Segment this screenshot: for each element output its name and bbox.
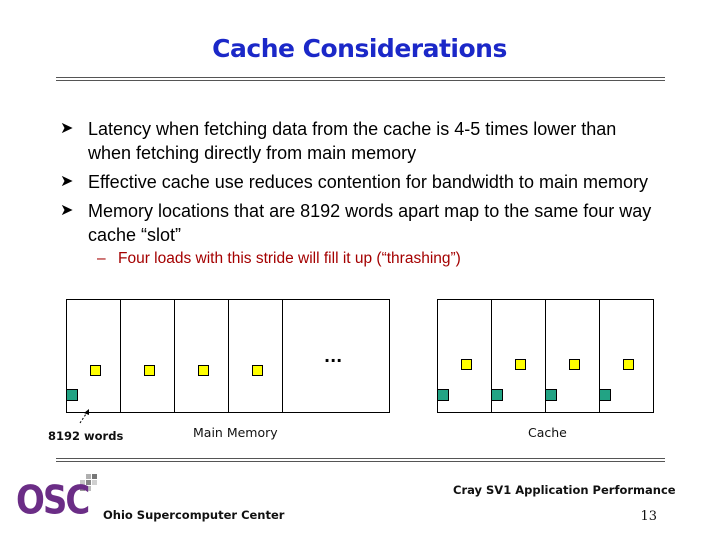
logo-text: OSC (16, 478, 90, 524)
bullet-list: ➤ Latency when fetching data from the ca… (60, 117, 660, 269)
logo-grid-icon (80, 474, 97, 491)
green-square (437, 389, 449, 401)
main-memory-label: Main Memory (193, 425, 278, 440)
yellow-square (144, 365, 155, 376)
yellow-square (461, 359, 472, 370)
arrow-bullet-icon: ➤ (60, 202, 74, 219)
bullet-item: ➤ Latency when fetching data from the ca… (60, 117, 660, 165)
yellow-square (252, 365, 263, 376)
bullet-item: ➤ Memory locations that are 8192 words a… (60, 199, 660, 247)
org-name: Ohio Supercomputer Center (103, 508, 285, 522)
cache-label: Cache (528, 425, 567, 440)
ellipsis: ... (324, 347, 343, 366)
yellow-square (90, 365, 101, 376)
green-square (66, 389, 78, 401)
arrow-bullet-icon: ➤ (60, 120, 74, 137)
green-square (599, 389, 611, 401)
yellow-square (515, 359, 526, 370)
bullet-item: ➤ Effective cache use reduces contention… (60, 170, 660, 194)
sub-bullet-item: – Four loads with this stride will fill … (60, 249, 660, 269)
sub-bullet-text: Four loads with this stride will fill it… (118, 250, 461, 267)
stride-arrow-icon (79, 409, 89, 424)
stride-label: 8192 words (48, 429, 124, 443)
bullet-text: Effective cache use reduces contention f… (88, 172, 648, 192)
yellow-square (569, 359, 580, 370)
yellow-square (198, 365, 209, 376)
top-rule (56, 77, 665, 78)
arrow-bullet-icon: ➤ (60, 173, 74, 190)
top-rule-2 (56, 80, 665, 81)
memory-block (120, 299, 175, 413)
memory-block (174, 299, 229, 413)
bottom-rule-2 (56, 461, 665, 462)
bullet-text: Memory locations that are 8192 words apa… (88, 201, 652, 245)
yellow-square (623, 359, 634, 370)
dash-bullet-icon: – (97, 250, 106, 267)
slide-title: Cache Considerations (212, 34, 507, 63)
course-title: Cray SV1 Application Performance (453, 483, 676, 497)
green-square (545, 389, 557, 401)
memory-block-more (282, 299, 390, 413)
memory-block (228, 299, 283, 413)
green-square (491, 389, 503, 401)
bullet-text: Latency when fetching data from the cach… (88, 119, 617, 163)
bottom-rule (56, 458, 665, 459)
page-number: 13 (640, 509, 657, 524)
